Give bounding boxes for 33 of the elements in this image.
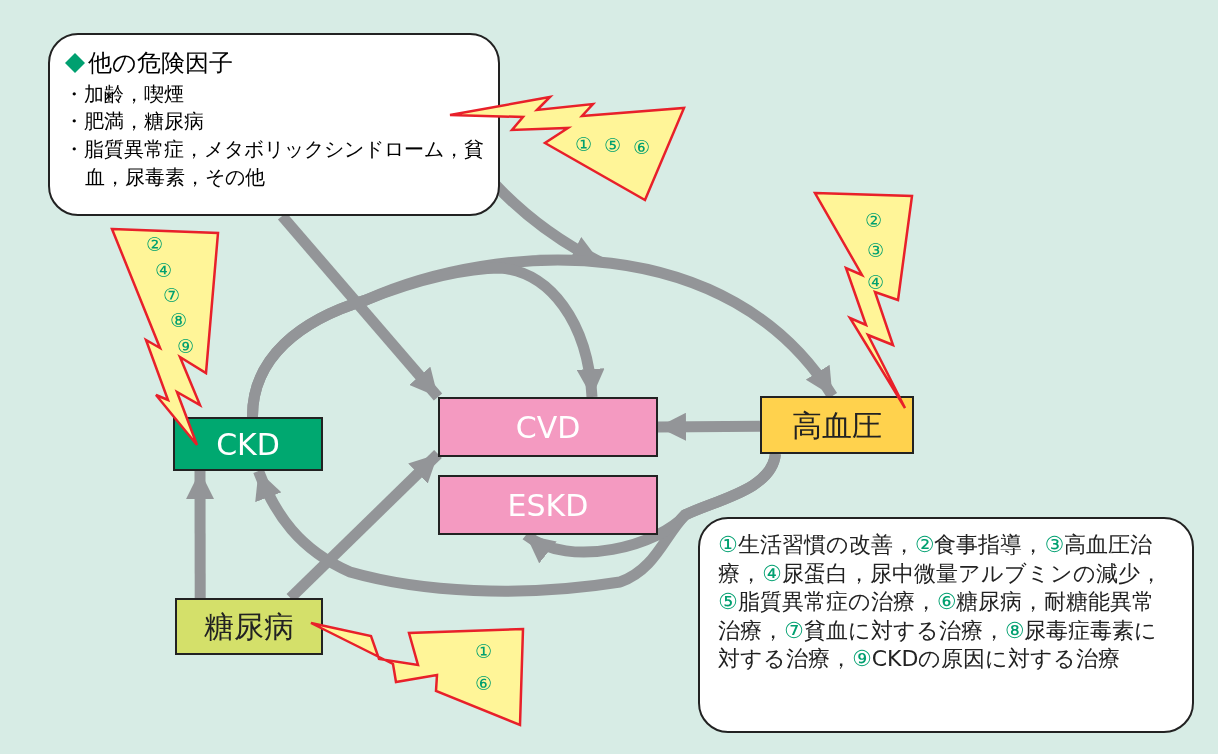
hypertension-box bbox=[760, 396, 914, 454]
list-item: ・加齢，喫煙 bbox=[64, 81, 185, 108]
heading: 他の危険因子 bbox=[88, 49, 233, 78]
cvd-box bbox=[438, 397, 658, 457]
list-item: ・脂質異常症，メタボリックシンドローム，貧血，尿毒素，その他 bbox=[64, 137, 485, 191]
treatment-list: ①生活習慣の改善，②食事指導，③高血圧治療，④尿蛋白，尿中微量アルブミンの減少，⑤脂質異常症の治療，⑥糖尿病，耐糖能異常治療，⑦貧血に対する治療，⑧尿毒症毒素に対する治療，⑨CKDの原因に対する治療 bbox=[718, 531, 1176, 674]
arrow bbox=[657, 412, 761, 441]
arrow bbox=[186, 471, 215, 598]
ckd-box bbox=[173, 417, 323, 471]
node-label: 高血圧 bbox=[792, 408, 882, 442]
risk-factor-box bbox=[48, 33, 500, 216]
node-label: CVD bbox=[515, 410, 581, 444]
eskd-box bbox=[438, 475, 658, 535]
node-label: CKD bbox=[216, 427, 280, 461]
callout-number: ⑥ bbox=[475, 674, 493, 693]
callout-number: ③ bbox=[867, 241, 885, 260]
callout-number: ⑨ bbox=[177, 337, 195, 356]
callout-number: ⑦ bbox=[163, 286, 181, 305]
callout-number: ④ bbox=[867, 273, 885, 292]
callout-number: ② bbox=[865, 211, 883, 230]
callout-number: ⑥ bbox=[633, 138, 651, 157]
diabetes-box bbox=[175, 598, 323, 655]
node-label: ESKD bbox=[507, 488, 589, 522]
callout-number: ① bbox=[475, 642, 493, 661]
callout-number: ④ bbox=[155, 261, 173, 280]
list-item: ・肥満，糖尿病 bbox=[64, 109, 205, 136]
treatment-box bbox=[698, 517, 1194, 733]
callout-number: ⑤ bbox=[604, 136, 622, 155]
callout-number: ⑧ bbox=[170, 311, 188, 330]
arrow bbox=[523, 452, 781, 562]
node-label: 糖尿病 bbox=[204, 610, 294, 643]
callout-number: ② bbox=[146, 235, 164, 254]
callout-number: ① bbox=[575, 135, 593, 154]
